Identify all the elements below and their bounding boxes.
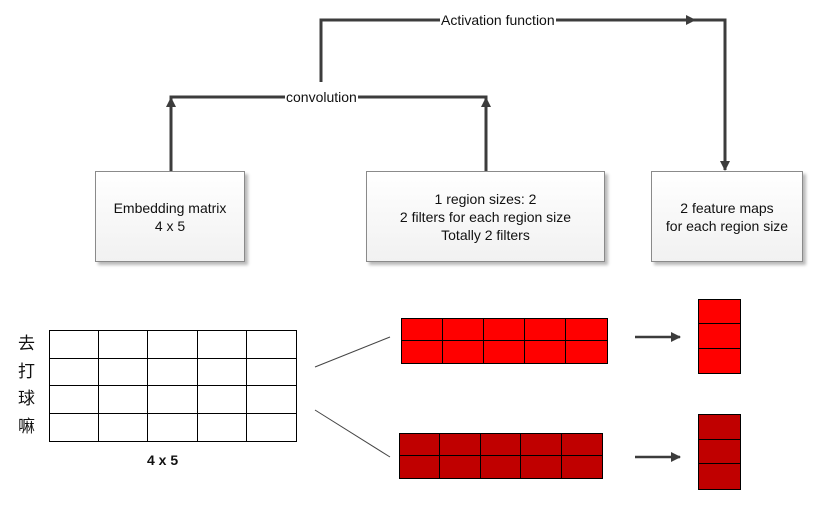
- feature-maps-line: 2 feature maps: [680, 199, 774, 216]
- region-sizes-line: 1 region sizes: 2: [434, 190, 537, 207]
- matrix-cell: [148, 386, 198, 414]
- matrix-cell: [50, 358, 100, 386]
- matrix-cell: [148, 358, 198, 386]
- filter-map-cell: [525, 319, 566, 341]
- filter-map-cell: [521, 434, 562, 456]
- filter-map-cell: [566, 341, 607, 363]
- convolution-label: convolution: [285, 89, 358, 105]
- filter-map-cell: [443, 341, 484, 363]
- matrix-cell: [197, 331, 247, 359]
- filter-map-cell: [561, 456, 602, 478]
- feature-map-cell: [699, 464, 740, 489]
- filter-map-bottom: [399, 433, 603, 479]
- feature-map-bottom: [698, 414, 741, 490]
- filters-per-region-line: 2 filters for each region size: [399, 208, 572, 225]
- word-label: 嘛: [18, 416, 35, 437]
- matrix-cell: [50, 386, 100, 414]
- feature-map-cell: [699, 300, 740, 325]
- feature-maps-per-region-line: for each region size: [665, 217, 789, 234]
- filter-map-cell: [566, 319, 607, 341]
- embedding-matrix-grid: [49, 330, 297, 442]
- total-filters-line: Totally 2 filters: [441, 226, 530, 243]
- filter-map-cell: [440, 434, 481, 456]
- filter-map-cell: [440, 456, 481, 478]
- feature-map-cell: [699, 324, 740, 349]
- word-label: 打: [18, 361, 35, 382]
- feature-map-top: [698, 299, 741, 374]
- matrix-cell: [99, 331, 149, 359]
- filter-map-cell: [521, 456, 562, 478]
- matrix-cell: [246, 386, 296, 414]
- feature-map-cell: [699, 348, 740, 373]
- matrix-cell: [148, 413, 198, 441]
- matrix-cell: [50, 331, 100, 359]
- embedding-box-size: 4 x 5: [154, 217, 186, 234]
- matrix-cell: [99, 386, 149, 414]
- sentence-words: 去 打 球 嘛: [18, 331, 35, 441]
- region-sizes-box: 1 region sizes: 2 2 filters for each reg…: [366, 171, 605, 262]
- filter-map-cell: [480, 456, 522, 478]
- activation-function-label: Activation function: [440, 12, 556, 28]
- feature-map-cell: [699, 439, 740, 465]
- matrix-dimension-label: 4 x 5: [147, 452, 179, 468]
- feature-map-cell: [699, 415, 740, 440]
- filter-map-cell: [400, 434, 441, 456]
- word-label: 去: [18, 334, 35, 354]
- embedding-matrix-box: Embedding matrix 4 x 5: [95, 171, 245, 262]
- filter-map-cell: [443, 319, 484, 341]
- convolution-connector: [169, 95, 488, 171]
- matrix-cell: [246, 413, 296, 441]
- matrix-cell: [246, 331, 296, 359]
- filter-map-cell: [400, 456, 441, 478]
- window-guide-bottom: [314, 409, 391, 458]
- activation-connector: [319, 18, 727, 168]
- filter-map-cell: [480, 434, 522, 456]
- matrix-cell: [99, 413, 149, 441]
- filter-map-cell: [484, 341, 525, 363]
- matrix-cell: [99, 358, 149, 386]
- matrix-cell: [197, 358, 247, 386]
- feature-maps-box: 2 feature maps for each region size: [651, 171, 803, 262]
- filter-map-cell: [525, 341, 566, 363]
- filter-map-top: [401, 318, 608, 364]
- matrix-cell: [197, 413, 247, 441]
- window-guide-top: [314, 336, 391, 368]
- filter-map-cell: [484, 319, 525, 341]
- filter-map-cell: [561, 434, 602, 456]
- filter-map-cell: [402, 341, 443, 363]
- matrix-cell: [148, 331, 198, 359]
- matrix-cell: [197, 386, 247, 414]
- word-label: 球: [18, 389, 35, 409]
- matrix-cell: [50, 413, 100, 441]
- embedding-box-title: Embedding matrix: [113, 199, 227, 216]
- filter-map-cell: [402, 319, 443, 341]
- matrix-cell: [246, 358, 296, 386]
